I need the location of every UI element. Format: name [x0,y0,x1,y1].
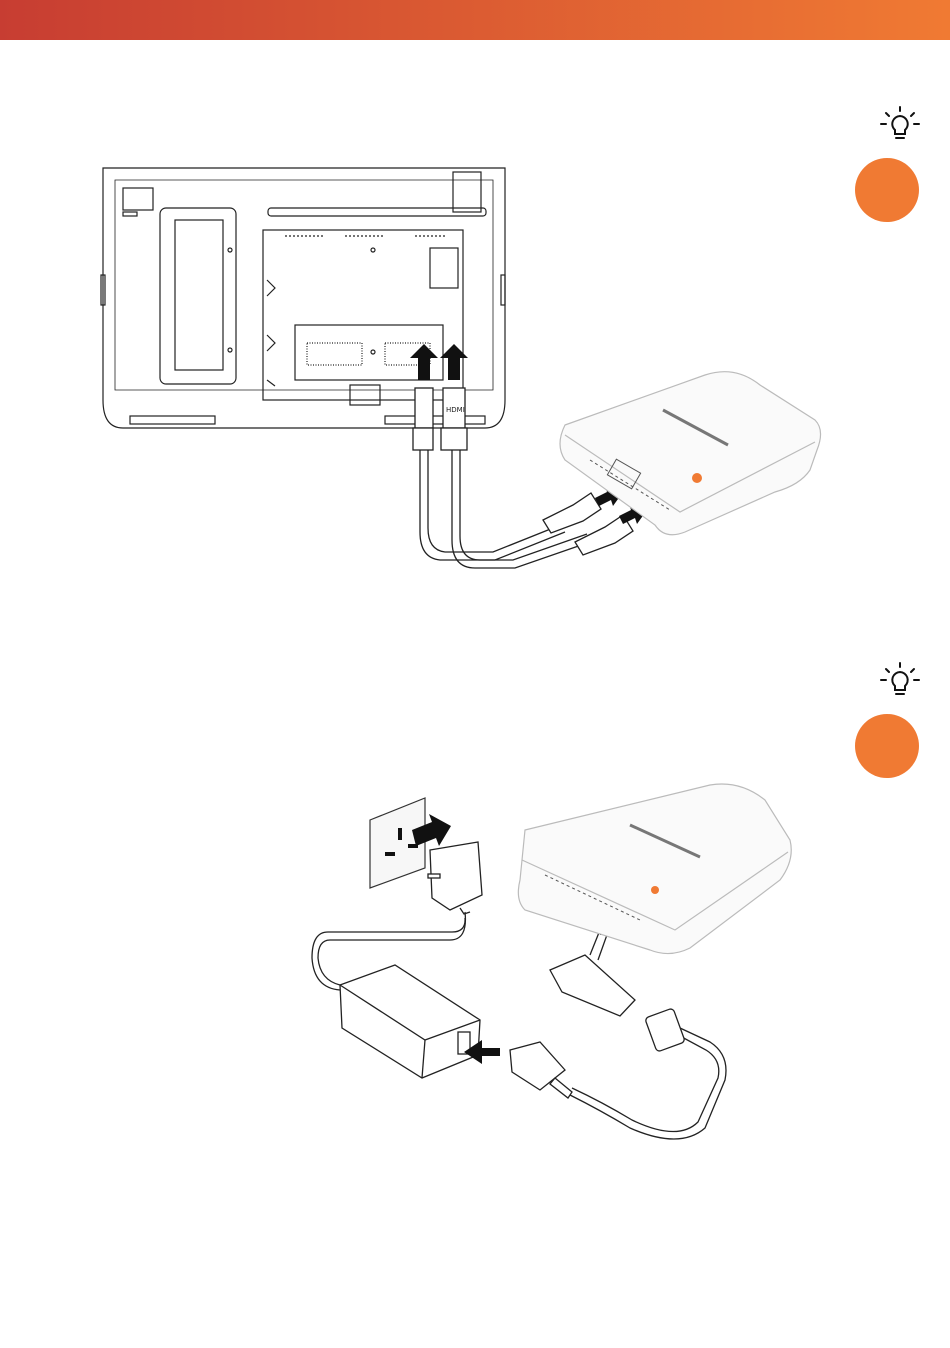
step-badge [855,714,919,778]
lightbulb-icon [880,662,920,702]
hdmi-label: HDMI [446,406,465,414]
lightbulb-icon [880,106,920,146]
connect-power-adapter-illustration [300,780,820,1150]
header-bar [0,0,950,40]
connect-hdmi-usb-illustration: HDMI [95,160,835,580]
step-badge [855,158,919,222]
